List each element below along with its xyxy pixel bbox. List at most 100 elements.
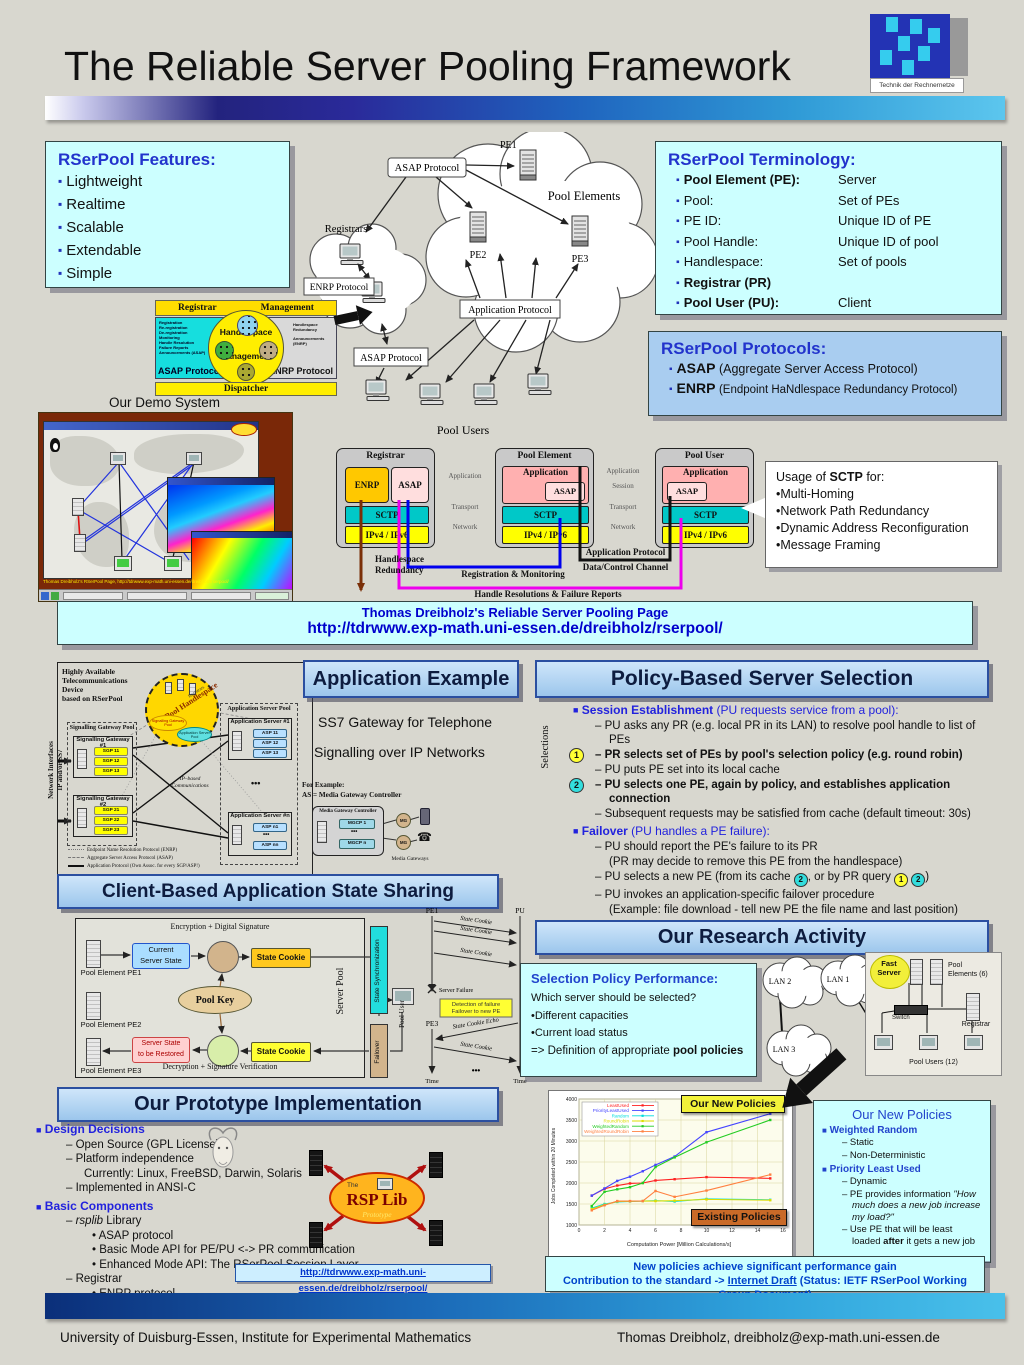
pool-user-computer-icon	[392, 988, 414, 1005]
sg2-box: Signalling Gateway #2 SGP 21 SGP 22 SGP …	[73, 795, 133, 837]
handlespace-redundancy-label: Handlespace Redundancy	[375, 554, 425, 575]
header-divider-bar	[45, 96, 1005, 120]
management-label: Management	[260, 303, 314, 313]
svg-text:PriorityLeastUsed: PriorityLeastUsed	[593, 1108, 630, 1113]
layer-label: Network	[610, 523, 636, 531]
prototype-line: • Basic Mode API for PE/PU <-> PR commun…	[92, 1244, 355, 1256]
server-icon	[86, 940, 101, 968]
prototype-url-box[interactable]: http://tdrwww.exp-math.uni-essen.de/drei…	[235, 1264, 491, 1294]
asap-protocol-label-box	[353, 347, 429, 367]
prototype-line: – Implemented in ANSI-C	[66, 1182, 196, 1194]
demo-taskbar	[39, 589, 292, 601]
terminology-row: ▪Pool:Set of PEs	[676, 192, 900, 208]
research-header: Our Research Activity	[535, 920, 989, 955]
priority-least-used-heading: ■ Priority Least Used	[822, 1164, 921, 1175]
svg-text:WeightedRoundRobin: WeightedRoundRobin	[584, 1129, 629, 1134]
application-protocol-label: Application Protocol	[585, 547, 666, 557]
rsplib-the-label: The	[347, 1182, 359, 1189]
app-example-lines	[58, 710, 264, 839]
new-policies-title: Our New Policies	[852, 1107, 952, 1122]
server-icon	[72, 498, 84, 516]
sctp-usage-item: •Network Path Redundancy	[776, 504, 930, 518]
mobile-phone-icon	[420, 808, 430, 825]
computer-icon	[114, 556, 132, 571]
seq-cookie-label: State Cookie	[460, 1041, 493, 1053]
gnu-head-icon	[208, 1127, 238, 1168]
server-icon	[232, 731, 242, 751]
prototype-body: ■ Design Decisions – Open Source (GPL Li…	[36, 1122, 536, 1301]
svg-text:Random: Random	[612, 1113, 630, 1118]
seq-cookie-label: State Cookie	[460, 947, 493, 958]
svg-text:RoundRobin: RoundRobin	[603, 1119, 629, 1124]
footer-divider-bar	[45, 1293, 1005, 1319]
policy-line: 2– PU selects one PE, again by policy, a…	[569, 778, 987, 806]
fast-server-highlight	[870, 955, 910, 989]
application-protocol-label: Application Protocol	[468, 305, 552, 316]
selection-policy-box: Selection Policy Performance: Which serv…	[520, 963, 757, 1077]
selection-policy-item: •Current load status	[531, 1027, 628, 1039]
computer-icon	[110, 452, 126, 465]
chart-xlabel: Computation Power [Million Calculations/…	[626, 1242, 732, 1248]
homepage-banner: Thomas Dreibholz's Reliable Server Pooli…	[57, 601, 973, 645]
chart-ylabel: Jobs Completed within 20 Minutes	[551, 1127, 557, 1205]
ellipsis: •••	[472, 1066, 481, 1075]
prototype-line: – Registrar	[66, 1273, 123, 1285]
pool-cluster-icon	[237, 363, 255, 381]
tux-penguin-icon	[50, 438, 60, 452]
application-protocol-label-box	[459, 299, 561, 319]
selection-2-marker: 2	[569, 778, 584, 793]
server-icon	[429, 1152, 443, 1178]
internet-draft-link[interactable]: Internet Draft	[727, 1275, 797, 1287]
server-icon	[317, 821, 327, 843]
policy-body: ■ Session Establishment (PU requests ser…	[535, 700, 987, 918]
rserpool-overview-diagram: ASAP Protocol ENRP Protocol ASAP Protoco…	[303, 132, 658, 437]
footer-contact: Thomas Dreibholz, dreibholz@exp-math.uni…	[617, 1330, 940, 1345]
computer-icon	[473, 383, 498, 405]
policy-line: (PR may decide to remove this PE from th…	[609, 856, 903, 868]
terminology-row: ▪Registrar (PR)	[676, 274, 772, 290]
svg-text:6: 6	[654, 1228, 657, 1234]
basic-components-heading: ■ Basic Components	[36, 1198, 154, 1213]
pool-elements-count-label: Pool Elements (6)	[948, 962, 988, 978]
result-banner-line1: New policies achieve significant perform…	[633, 1261, 897, 1273]
server-state-restore-chip: Server State to be Restored	[132, 1037, 190, 1063]
square-bullet-icon: ▪	[58, 197, 63, 211]
ip-layer: IPv4 / IPv6	[662, 526, 749, 544]
svg-text:1500: 1500	[566, 1202, 577, 1208]
existing-policies-chart-label: Existing Policies	[691, 1209, 787, 1226]
homepage-banner-url[interactable]: http://tdrwww.exp-math.uni-essen.de/drei…	[307, 620, 723, 637]
testbed-box: Fast Server Pool Elements (6) Switch Reg…	[865, 952, 1002, 1076]
overview-arrows	[357, 162, 579, 385]
seq-time-label: Time	[513, 1078, 527, 1085]
sg1-box: Signalling Gateway #1 SGP 11 SGP 12 SGP …	[73, 736, 133, 778]
stack-pool-user: Pool User Application ASAP SCTP IPv4 / I…	[655, 448, 754, 548]
handlespace-management-circle: Handlespace Management	[208, 310, 284, 386]
asn-box: Application Server #n ASP n1 ••• ASP nn	[228, 812, 292, 856]
weighted-random-heading: ■ Weighted Random	[822, 1125, 918, 1136]
registrar-server-icon	[966, 993, 980, 1021]
sg-pool-oval: Signalling Gateway Pool	[149, 715, 187, 731]
server-icon	[189, 683, 196, 695]
asap-protocol-label: ASAP Protocol	[360, 353, 422, 364]
server-icon	[165, 682, 172, 694]
pool-users-count-label: Pool Users (12)	[909, 1059, 958, 1066]
square-bullet-icon: ▪	[58, 266, 63, 280]
computer-icon	[377, 1178, 393, 1190]
features-box: RSerPool Features: ▪Lightweight ▪Realtim…	[45, 141, 290, 288]
lan2-label: LAN 2	[769, 977, 791, 986]
rsplib-logo: The RSP Lib Prototype	[305, 1146, 445, 1250]
layer-label: Application	[606, 467, 640, 475]
demo-fractal-window-2	[191, 531, 292, 593]
selection-policy-item: •Different capacities	[531, 1010, 629, 1022]
terminology-title: RSerPool Terminology:	[668, 150, 856, 169]
protocols-box: RSerPool Protocols: ▪ASAP (Aggregate Ser…	[648, 331, 1002, 416]
layer-label: Transport	[451, 503, 479, 511]
stack-pool-element: Pool Element Application ASAP SCTP IPv4 …	[495, 448, 594, 548]
application-layer: Application ASAP	[502, 466, 589, 504]
encryption-label: Encryption + Digital Signature	[170, 922, 270, 931]
policy-line: (Example: file download - tell new PE th…	[609, 904, 959, 916]
svg-text:2000: 2000	[566, 1181, 577, 1187]
protocol-item: ▪ASAP (Aggregate Server Access Protocol)	[669, 360, 918, 376]
